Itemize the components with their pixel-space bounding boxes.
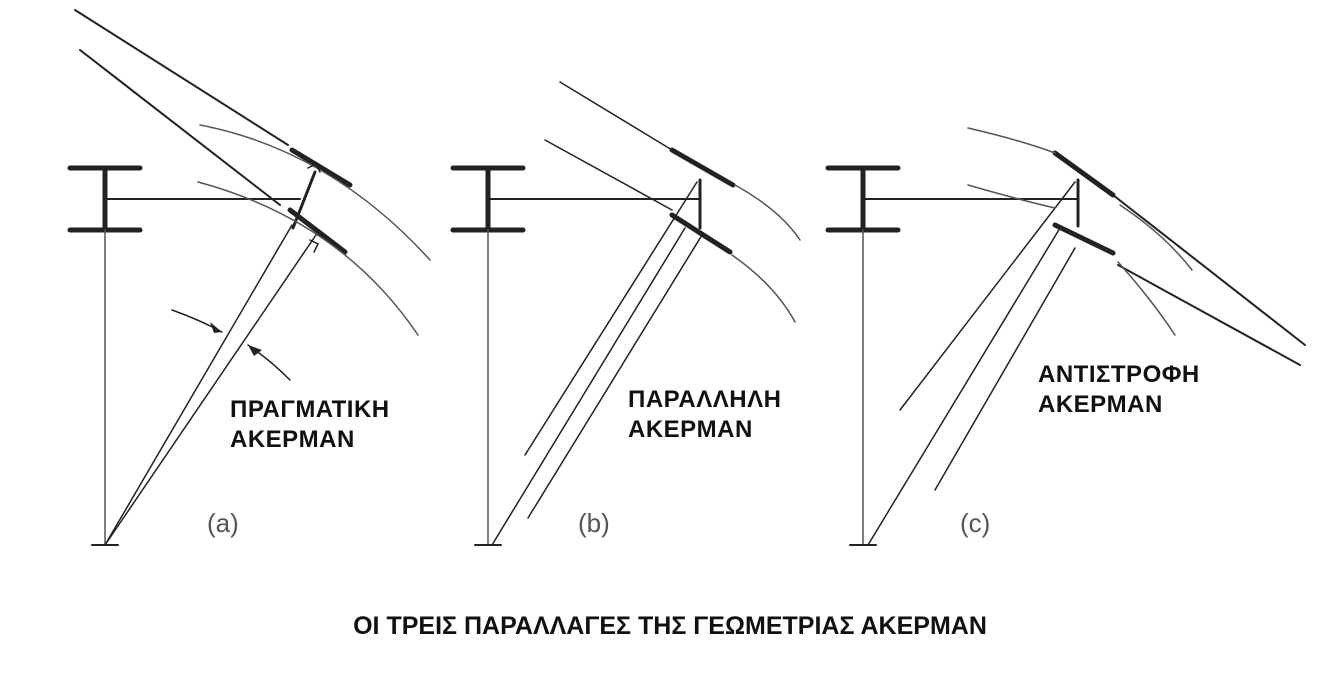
panel-a-outer-wheel bbox=[289, 147, 353, 188]
panel-a-label: ΠΡΑΓΜΑΤΙΚΗ ΑΚΕΡΜΑΝ bbox=[230, 395, 390, 455]
panel-b-inner-wheel bbox=[669, 212, 733, 255]
panel-a-inner-wheel bbox=[287, 207, 348, 255]
panel-c-label: ΑΝΤΙΣΤΡΟΦΗ ΑΚΕΡΜΑΝ bbox=[1038, 360, 1200, 420]
panel-b-label: ΠΑΡΑΛΛΗΛΗ ΑΚΕΡΜΑΝ bbox=[628, 385, 781, 445]
panel-a-front-axle bbox=[291, 170, 317, 230]
panel-c-drawing bbox=[825, 127, 1306, 546]
panel-c-outer-wheel bbox=[1052, 150, 1116, 198]
panel-c-caption: (c) bbox=[960, 508, 991, 538]
panel-a-label-line1: ΠΡΑΓΜΑΤΙΚΗ bbox=[230, 396, 390, 423]
panel-b-caption: (b) bbox=[578, 508, 610, 538]
panel-b-label-line1: ΠΑΡΑΛΛΗΛΗ bbox=[628, 386, 782, 413]
panel-c-inner-wheel bbox=[1052, 222, 1116, 256]
panel-b-label-line2: ΑΚΕΡΜΑΝ bbox=[628, 416, 753, 443]
panel-b-outer-wheel bbox=[669, 147, 736, 188]
panel-c-label-line1: ΑΝΤΙΣΤΡΟΦΗ bbox=[1038, 361, 1200, 388]
figure-title: ΟΙ ΤΡΕΙΣ ΠΑΡΑΛΛΑΓΕΣ ΤΗΣ ΓΕΩΜΕΤΡΙΑΣ ΑΚΕΡΜ… bbox=[353, 612, 987, 640]
panel-c-label-line2: ΑΚΕΡΜΑΝ bbox=[1038, 391, 1163, 418]
panel-a-drawing bbox=[67, 9, 431, 546]
panel-b-drawing bbox=[450, 81, 801, 546]
panel-a-caption: (a) bbox=[207, 508, 239, 538]
panel-a-label-line2: ΑΚΕΡΜΑΝ bbox=[230, 426, 355, 453]
